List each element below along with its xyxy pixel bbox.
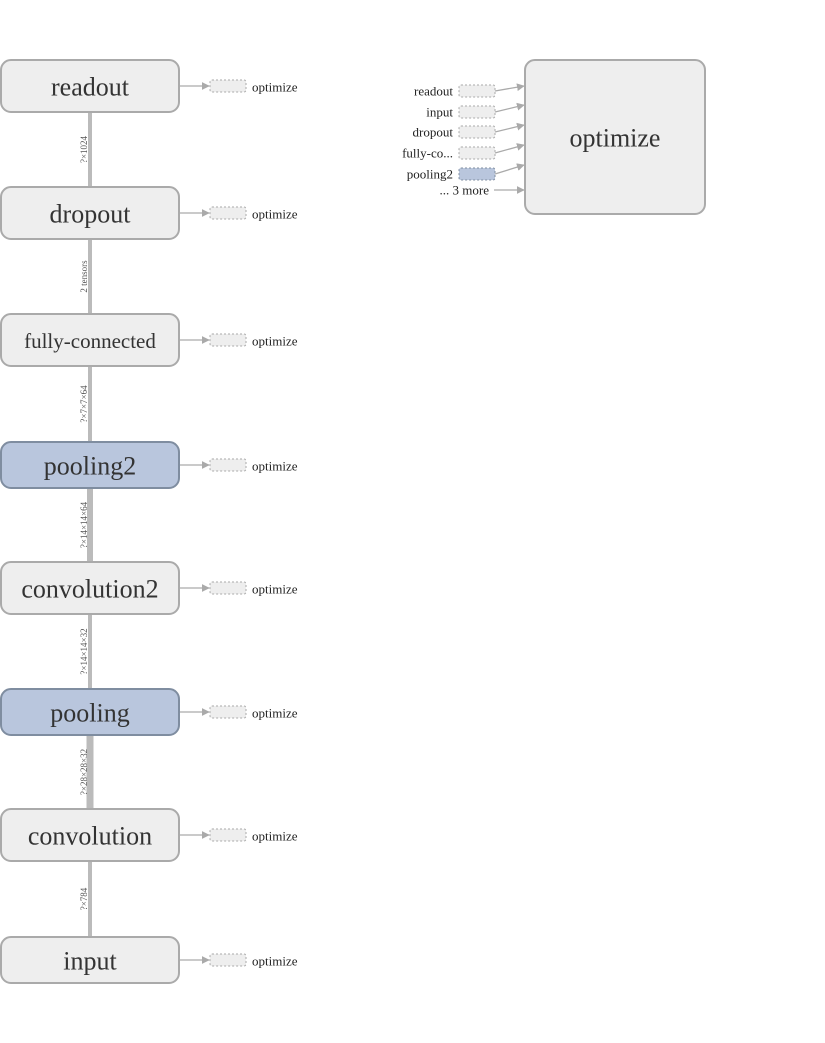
node-readout[interactable]: readout <box>0 59 180 113</box>
node-fully-connected[interactable]: fully-connected <box>0 313 180 367</box>
node-box[interactable] <box>0 561 180 615</box>
node-label: convolution <box>28 822 152 851</box>
node-box[interactable] <box>0 808 180 862</box>
stub-label: optimize <box>252 582 298 597</box>
input-label: input <box>426 105 453 120</box>
stub-box <box>209 206 247 220</box>
node-box[interactable] <box>0 441 180 489</box>
edge-shape-label: 2 tensors <box>79 260 89 293</box>
input-arrow <box>494 143 525 154</box>
input-arrow <box>494 83 525 92</box>
optimize-input-pooling2[interactable]: pooling2 <box>407 163 525 182</box>
optimize-stub-input[interactable]: optimize <box>180 953 298 969</box>
optimize-input-readout[interactable]: readout <box>414 83 525 99</box>
node-label: dropout <box>50 200 132 229</box>
input-stub-box <box>458 146 496 160</box>
stub-label: optimize <box>252 207 298 222</box>
stub-box <box>209 79 247 93</box>
optimize-more-inputs[interactable]: ... 3 more <box>440 183 525 198</box>
edge-readout-dropout[interactable]: ?×1024 <box>79 112 92 187</box>
input-label: pooling2 <box>407 167 453 182</box>
input-label: fully-co... <box>402 146 453 161</box>
node-label: fully-connected <box>24 329 156 353</box>
optimize-stub-dropout[interactable]: optimize <box>180 206 298 222</box>
node-label: input <box>63 947 117 976</box>
input-label: dropout <box>413 125 454 140</box>
node-box[interactable] <box>0 59 180 113</box>
optimize-stub-convolution[interactable]: optimize <box>180 828 298 844</box>
optimize-stub-convolution2[interactable]: optimize <box>180 581 298 597</box>
node-label: readout <box>51 73 130 102</box>
input-label: readout <box>414 84 453 99</box>
edge-shape-label: ?×14×14×32 <box>79 628 89 674</box>
edge-shape-label: ?×7×7×64 <box>79 385 89 423</box>
input-stub-box <box>458 167 496 181</box>
node-convolution[interactable]: convolution <box>0 808 180 862</box>
edge-pooling2-convolution2[interactable]: ?×14×14×64 <box>79 488 93 562</box>
node-convolution2[interactable]: convolution2 <box>0 561 180 615</box>
input-stub-box <box>458 105 496 119</box>
stub-box <box>209 333 247 347</box>
node-box[interactable] <box>0 186 180 240</box>
input-stub-box <box>458 125 496 139</box>
optimize-stub-pooling2[interactable]: optimize <box>180 458 298 474</box>
node-label: pooling <box>50 699 129 728</box>
optimize-label: optimize <box>570 124 661 153</box>
stub-box <box>209 828 247 842</box>
stub-label: optimize <box>252 954 298 969</box>
node-box[interactable] <box>0 936 180 984</box>
edge-pooling-convolution[interactable]: ?×28×28×32 <box>79 735 94 809</box>
edge-shape-label: ?×14×14×64 <box>79 501 89 548</box>
edge-shape-label: ?×28×28×32 <box>79 749 89 795</box>
input-arrow <box>494 122 525 133</box>
input-stub-box <box>458 84 496 98</box>
node-optimize[interactable]: optimize <box>524 59 706 215</box>
edge-convolution-input[interactable]: ?×784 <box>79 861 92 937</box>
stub-box <box>209 581 247 595</box>
node-box[interactable] <box>0 313 180 367</box>
optimize-stub-fully-connected[interactable]: optimize <box>180 333 298 349</box>
more-label: ... 3 more <box>440 183 490 198</box>
stub-label: optimize <box>252 334 298 349</box>
edge-shape-label: ?×1024 <box>79 135 89 163</box>
node-dropout[interactable]: dropout <box>0 186 180 240</box>
node-pooling2[interactable]: pooling2 <box>0 441 180 489</box>
optimize-stub-pooling[interactable]: optimize <box>180 705 298 721</box>
stub-box <box>209 705 247 719</box>
stub-label: optimize <box>252 829 298 844</box>
edge-dropout-fully-connected[interactable]: 2 tensors <box>79 239 92 314</box>
node-input[interactable]: input <box>0 936 180 984</box>
node-label: convolution2 <box>21 575 158 604</box>
node-pooling[interactable]: pooling <box>0 688 180 736</box>
edge-fully-connected-pooling2[interactable]: ?×7×7×64 <box>79 366 92 442</box>
input-arrow <box>494 163 525 175</box>
stub-label: optimize <box>252 706 298 721</box>
edge-shape-label: ?×784 <box>79 887 89 910</box>
node-box[interactable] <box>0 688 180 736</box>
input-arrow <box>494 102 525 113</box>
optimize-input-dropout[interactable]: dropout <box>413 122 525 140</box>
optimize-input-fullyco[interactable]: fully-co... <box>402 143 525 161</box>
optimize-stub-readout[interactable]: optimize <box>180 79 298 95</box>
stub-box <box>209 458 247 472</box>
node-label: pooling2 <box>44 452 136 481</box>
edge-convolution2-pooling[interactable]: ?×14×14×32 <box>79 614 92 689</box>
optimize-box[interactable] <box>524 59 706 215</box>
stub-label: optimize <box>252 80 298 95</box>
optimize-input-input[interactable]: input <box>426 102 525 120</box>
stub-box <box>209 953 247 967</box>
stub-label: optimize <box>252 459 298 474</box>
